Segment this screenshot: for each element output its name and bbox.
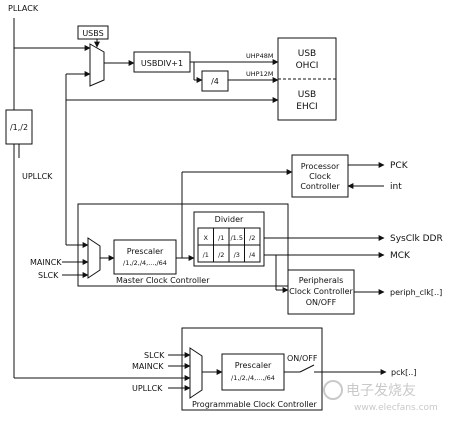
usb-ehci-label-2: EHCI (296, 102, 317, 112)
periph-clk-label: periph_clk[..] (390, 288, 442, 297)
upllck-label: UPLLCK (22, 172, 53, 181)
divider-cell: X (204, 234, 209, 242)
usb-ohci-label-1: USB (298, 49, 316, 59)
divider-cell: /4 (249, 251, 255, 259)
uhp48m-label: UHP48M (246, 52, 273, 60)
prog-prescaler-label-2: /1,/2,/4,...,/64 (231, 374, 275, 382)
usbs-mux (89, 43, 105, 87)
master-prescaler-label-2: /1,/2,/4,...,/64 (123, 259, 167, 267)
usbdiv-label: USBDIV+1 (141, 59, 183, 68)
on-off-switch (299, 364, 315, 373)
master-prescaler-label-1: Prescaler (127, 247, 164, 256)
pck-prog-label: pck[..] (391, 368, 416, 377)
processor-clock-controller-box (291, 154, 349, 198)
processor-clock-controller-label-2: Clock (309, 172, 331, 181)
prog-mux (189, 347, 203, 399)
uhp12m-label: UHP12M (246, 70, 273, 78)
mck-label: MCK (390, 251, 411, 261)
peripherals-clock-controller-label-1: Peripherals (299, 276, 344, 285)
watermark-url: www.elecfans.com (354, 403, 438, 413)
div4-box (201, 70, 229, 92)
pck-label: PCK (390, 161, 409, 171)
divider-label: Divider (215, 215, 244, 224)
peripherals-clock-controller-box (287, 269, 355, 315)
divider-cell: /1 (203, 251, 209, 259)
divider-cell: /1 (218, 234, 224, 242)
usb-ohci-label-2: OHCI (296, 61, 319, 71)
watermark: 电子发烧友 www.elecfans.com (323, 380, 438, 413)
usb-box (277, 37, 337, 121)
peripherals-clock-controller-label-3: ON/OFF (306, 298, 337, 307)
mainck-label: MAINCK (30, 258, 62, 267)
programmable-clock-controller-frame (181, 327, 323, 411)
prog-prescaler-label-1: Prescaler (235, 361, 272, 370)
divider-cell: /1.5 (230, 234, 243, 242)
divider-cell: /2 (218, 251, 224, 259)
on-off-label: ON/OFF (287, 354, 318, 363)
mck-mux (87, 237, 101, 279)
programmable-clock-controller-label: Programmable Clock Controller (192, 400, 318, 409)
usbs-label: USBS (82, 29, 103, 38)
div12-label: /1,/2 (10, 123, 28, 132)
master-prescaler-box (113, 239, 177, 275)
divider-cell: /3 (234, 251, 240, 259)
slck-label: SLCK (38, 271, 59, 280)
div12-box (5, 109, 33, 145)
sysclk-ddr-label: SysClk DDR (390, 234, 443, 244)
peripherals-clock-controller-label-2: Clock Controller (289, 287, 353, 296)
usbs-label-box (77, 25, 109, 40)
master-clock-controller-frame (77, 203, 289, 287)
divider-cell: /2 (249, 234, 255, 242)
usb-ehci-label-1: USB (298, 90, 316, 100)
pllack-label: PLLACK (8, 4, 39, 13)
prog-prescaler-box (221, 353, 285, 391)
div4-label: /4 (211, 77, 219, 86)
watermark-logo (323, 380, 343, 400)
watermark-text: 电子发烧友 (346, 383, 416, 399)
int-label: int (390, 182, 402, 192)
processor-clock-controller-label-3: Controller (300, 182, 340, 191)
master-clock-controller-label: Master Clock Controller (116, 276, 210, 285)
prog-upllck-label: UPLLCK (132, 384, 163, 393)
prog-slck-label: SLCK (144, 351, 165, 360)
processor-clock-controller-label-1: Processor (301, 162, 340, 171)
prog-mainck-label: MAINCK (132, 362, 164, 371)
